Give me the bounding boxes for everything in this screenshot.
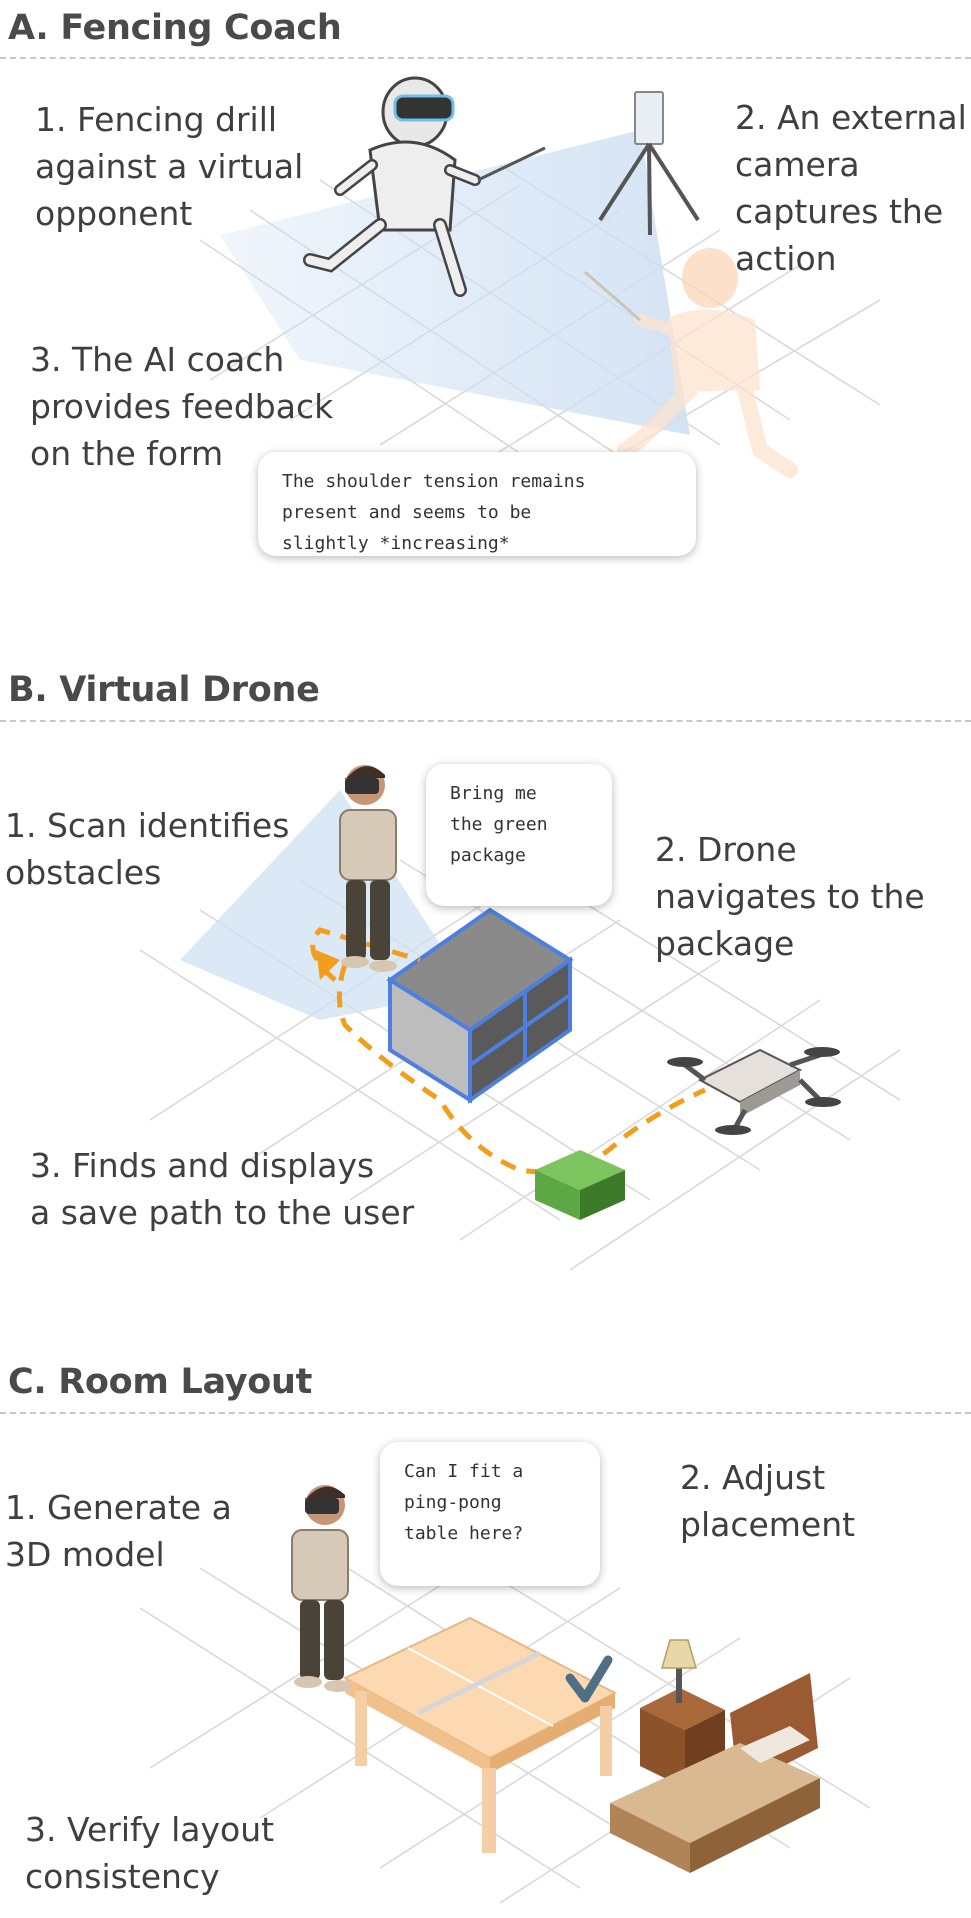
ping-pong-table-icon: [342, 1616, 618, 1853]
step-2-label: 2. Drone navigates to the package: [655, 830, 925, 963]
bed-icon: [610, 1673, 820, 1873]
bubble-tail: [222, 468, 260, 500]
step-1-label: 1. Scan identifies obstacles: [5, 806, 290, 892]
drone-icon: [667, 1047, 841, 1135]
green-package-icon: [535, 1150, 625, 1220]
camera-tripod-icon: [598, 91, 700, 236]
section-virtual-drone: B. Virtual Drone: [0, 660, 971, 1300]
checkmark-icon: [565, 1655, 613, 1703]
step-3-label: 3. The AI coach provides feedback on the…: [30, 340, 334, 473]
user-avatar-icon: [291, 1485, 352, 1692]
step-1-label: 1. Fencing drill against a virtual oppon…: [35, 100, 304, 233]
section-divider: [0, 720, 971, 722]
section-title: B. Virtual Drone: [8, 670, 320, 710]
safe-path: [310, 927, 707, 1175]
section-title: A. Fencing Coach: [8, 8, 342, 48]
virtual-opponent-icon: [584, 248, 798, 478]
section-room-layout: C. Room Layout: [0, 1348, 971, 1918]
user-request-bubble: Bring me the green package: [426, 764, 612, 906]
step-2-label: 2. Adjust placement: [680, 1458, 856, 1544]
drone-illustration: [139, 765, 901, 1271]
step-1-label: 1. Generate a 3D model: [5, 1488, 232, 1574]
scan-area: [180, 790, 470, 1020]
user-avatar-icon: [339, 765, 397, 972]
obstacle-shelf-icon: [386, 907, 574, 1104]
bubble-tail: [398, 762, 431, 794]
section-divider: [0, 1412, 971, 1414]
section-divider: [0, 57, 971, 59]
ai-feedback-bubble: The shoulder tension remains present and…: [258, 452, 696, 556]
step-3-label: 3. Verify layout consistency: [25, 1810, 275, 1896]
step-3-label: 3. Finds and displays a save path to the…: [30, 1146, 415, 1232]
step-2-label: 2. An external camera captures the actio…: [735, 98, 967, 278]
section-title: C. Room Layout: [8, 1362, 313, 1402]
user-question-bubble: Can I fit a ping-pong table here?: [380, 1442, 600, 1586]
section-fencing-coach: A. Fencing Coach: [0, 0, 971, 600]
fencer-user-icon: [303, 76, 546, 297]
path-arrowhead: [316, 950, 340, 980]
